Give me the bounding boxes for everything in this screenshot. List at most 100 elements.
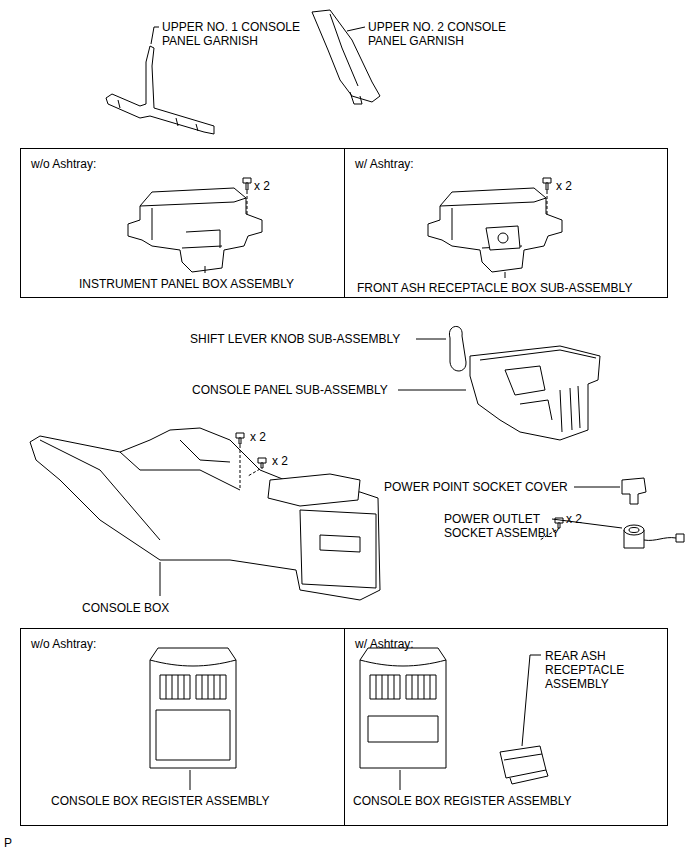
console-panel-stroke (470, 346, 600, 440)
register-assembly (360, 648, 446, 768)
console-panel-stroke (480, 350, 596, 432)
option-panel: w/ Ashtray: x 2 FRONT ASH RECEPTACLE BOX S… (344, 148, 668, 298)
power-outlet-stroke (644, 538, 676, 541)
screw-symbol-stroke (246, 183, 248, 190)
console-box-stroke (268, 474, 360, 506)
garnish-part-stroke (106, 46, 214, 134)
leader-line (400, 770, 401, 790)
power-outlet (624, 525, 684, 548)
part-name: POWER POINT SOCKET COVER (384, 480, 568, 494)
ash-receptacle-box-stroke (498, 233, 508, 243)
console-box-stroke (320, 535, 360, 552)
screw-symbol-stroke (236, 433, 244, 438)
screw-symbol-stroke (248, 469, 260, 476)
leader-line (205, 266, 206, 273)
ash-receptacle-box-stroke (428, 188, 562, 272)
garnish-part-stroke (118, 100, 198, 131)
ash-receptacle-box-stroke (486, 226, 520, 250)
power-outlet-stroke (676, 534, 684, 542)
leader-line (347, 27, 365, 31)
quantity-note: x 2 (254, 179, 270, 193)
console-panel (470, 346, 600, 440)
register-assembly-stroke (150, 648, 236, 768)
screw-symbol-stroke (543, 178, 551, 183)
part-name: CONSOLE BOX REGISTER ASSEMBLY (51, 794, 270, 808)
leader-line (522, 655, 541, 746)
register-assembly-stroke (406, 675, 436, 699)
screw-symbol-stroke (243, 178, 251, 183)
ash-receptacle-stroke (500, 746, 546, 778)
console-box-stroke (40, 440, 240, 540)
register-assembly (150, 648, 236, 768)
screw-symbol-stroke (239, 438, 241, 444)
part-name: CONSOLE BOX REGISTER ASSEMBLY (353, 794, 572, 808)
leader-line (505, 272, 506, 278)
screw-symbol-stroke (546, 183, 548, 190)
part-name: UPPER NO. 2 CONSOLE PANEL GARNISH (368, 20, 518, 48)
register-assembly-stroke (156, 710, 230, 760)
console-panel-stroke (505, 366, 545, 395)
register-assembly-stroke (360, 660, 446, 666)
register-assembly-stroke (150, 660, 236, 666)
register-assembly-stroke (196, 675, 226, 699)
register-assembly-stroke (370, 675, 400, 699)
part-name: SHIFT LEVER KNOB SUB-ASSEMBLY (190, 332, 400, 346)
leader-line (151, 27, 159, 44)
part-name: POWER OUTLET SOCKET ASSEMBLY (444, 512, 579, 540)
leader-line (190, 770, 191, 790)
instrument-panel-box-stroke (140, 198, 246, 248)
part-name: CONSOLE PANEL SUB-ASSEMBLY (192, 383, 388, 397)
screw-symbol-stroke (258, 458, 266, 463)
instrument-panel-box-stroke (128, 188, 262, 272)
quantity-note: x 2 (272, 454, 288, 468)
part-name: FRONT ASH RECEPTACLE BOX SUB-ASSEMBLY (357, 281, 632, 295)
screw-symbol (543, 178, 551, 214)
register-assembly-stroke (166, 675, 220, 699)
power-outlet-stroke (624, 525, 644, 535)
panel-heading: w/ Ashtray: (355, 157, 414, 171)
ash-receptacle-box (428, 188, 562, 272)
power-outlet-stroke (629, 528, 639, 533)
register-assembly-stroke (368, 716, 438, 742)
leader-line (552, 519, 622, 528)
panel-heading: w/o Ashtray: (31, 157, 96, 171)
console-box-stroke (30, 428, 380, 600)
option-panel: w/o Ashtray: CONSOLE BOX REGISTER ASSEMBL… (20, 628, 345, 826)
screw-symbol-stroke (547, 191, 548, 214)
register-assembly-stroke (376, 675, 430, 699)
garnish-part-stroke (330, 14, 362, 104)
leader-line (160, 562, 161, 596)
socket-cover (622, 478, 646, 504)
register-assembly-stroke (360, 648, 446, 768)
shift-knob (449, 326, 466, 371)
ash-receptacle-stroke (504, 754, 548, 784)
part-name: INSTRUMENT PANEL BOX ASSEMBLY (79, 277, 294, 291)
screw-symbol (248, 458, 266, 476)
screw-symbol-stroke (240, 445, 241, 488)
console-box (30, 428, 380, 600)
part-name: UPPER NO. 1 CONSOLE PANEL GARNISH (162, 20, 312, 48)
instrument-panel-box (128, 188, 262, 272)
quantity-note: x 2 (250, 430, 266, 444)
register-assembly-stroke (160, 675, 190, 699)
leader-line (574, 487, 620, 488)
leader-line (416, 339, 446, 340)
ash-receptacle (500, 746, 548, 784)
quantity-note: x 2 (556, 179, 572, 193)
screw-symbol-stroke (261, 463, 263, 468)
quantity-note: x 2 (566, 512, 582, 526)
console-box-stroke (300, 510, 376, 588)
panel-heading: w/ Ashtray: (355, 637, 414, 651)
figure-code: P (4, 836, 12, 850)
garnish-part (106, 46, 214, 134)
screw-symbol (243, 178, 251, 214)
panel-heading: w/o Ashtray: (31, 637, 96, 651)
option-panel: w/ Ashtray: REAR ASH RECEPTACLE ASSEMBLY C… (344, 628, 668, 826)
part-name: REAR ASH RECEPTACLE ASSEMBLY (545, 649, 635, 691)
screw-symbol-stroke (247, 191, 248, 214)
screw-symbol (236, 433, 244, 488)
leader-line (398, 390, 466, 391)
option-panel: w/o Ashtray: x 2 INSTRUMENT PANEL BOX ASSE… (20, 148, 345, 298)
